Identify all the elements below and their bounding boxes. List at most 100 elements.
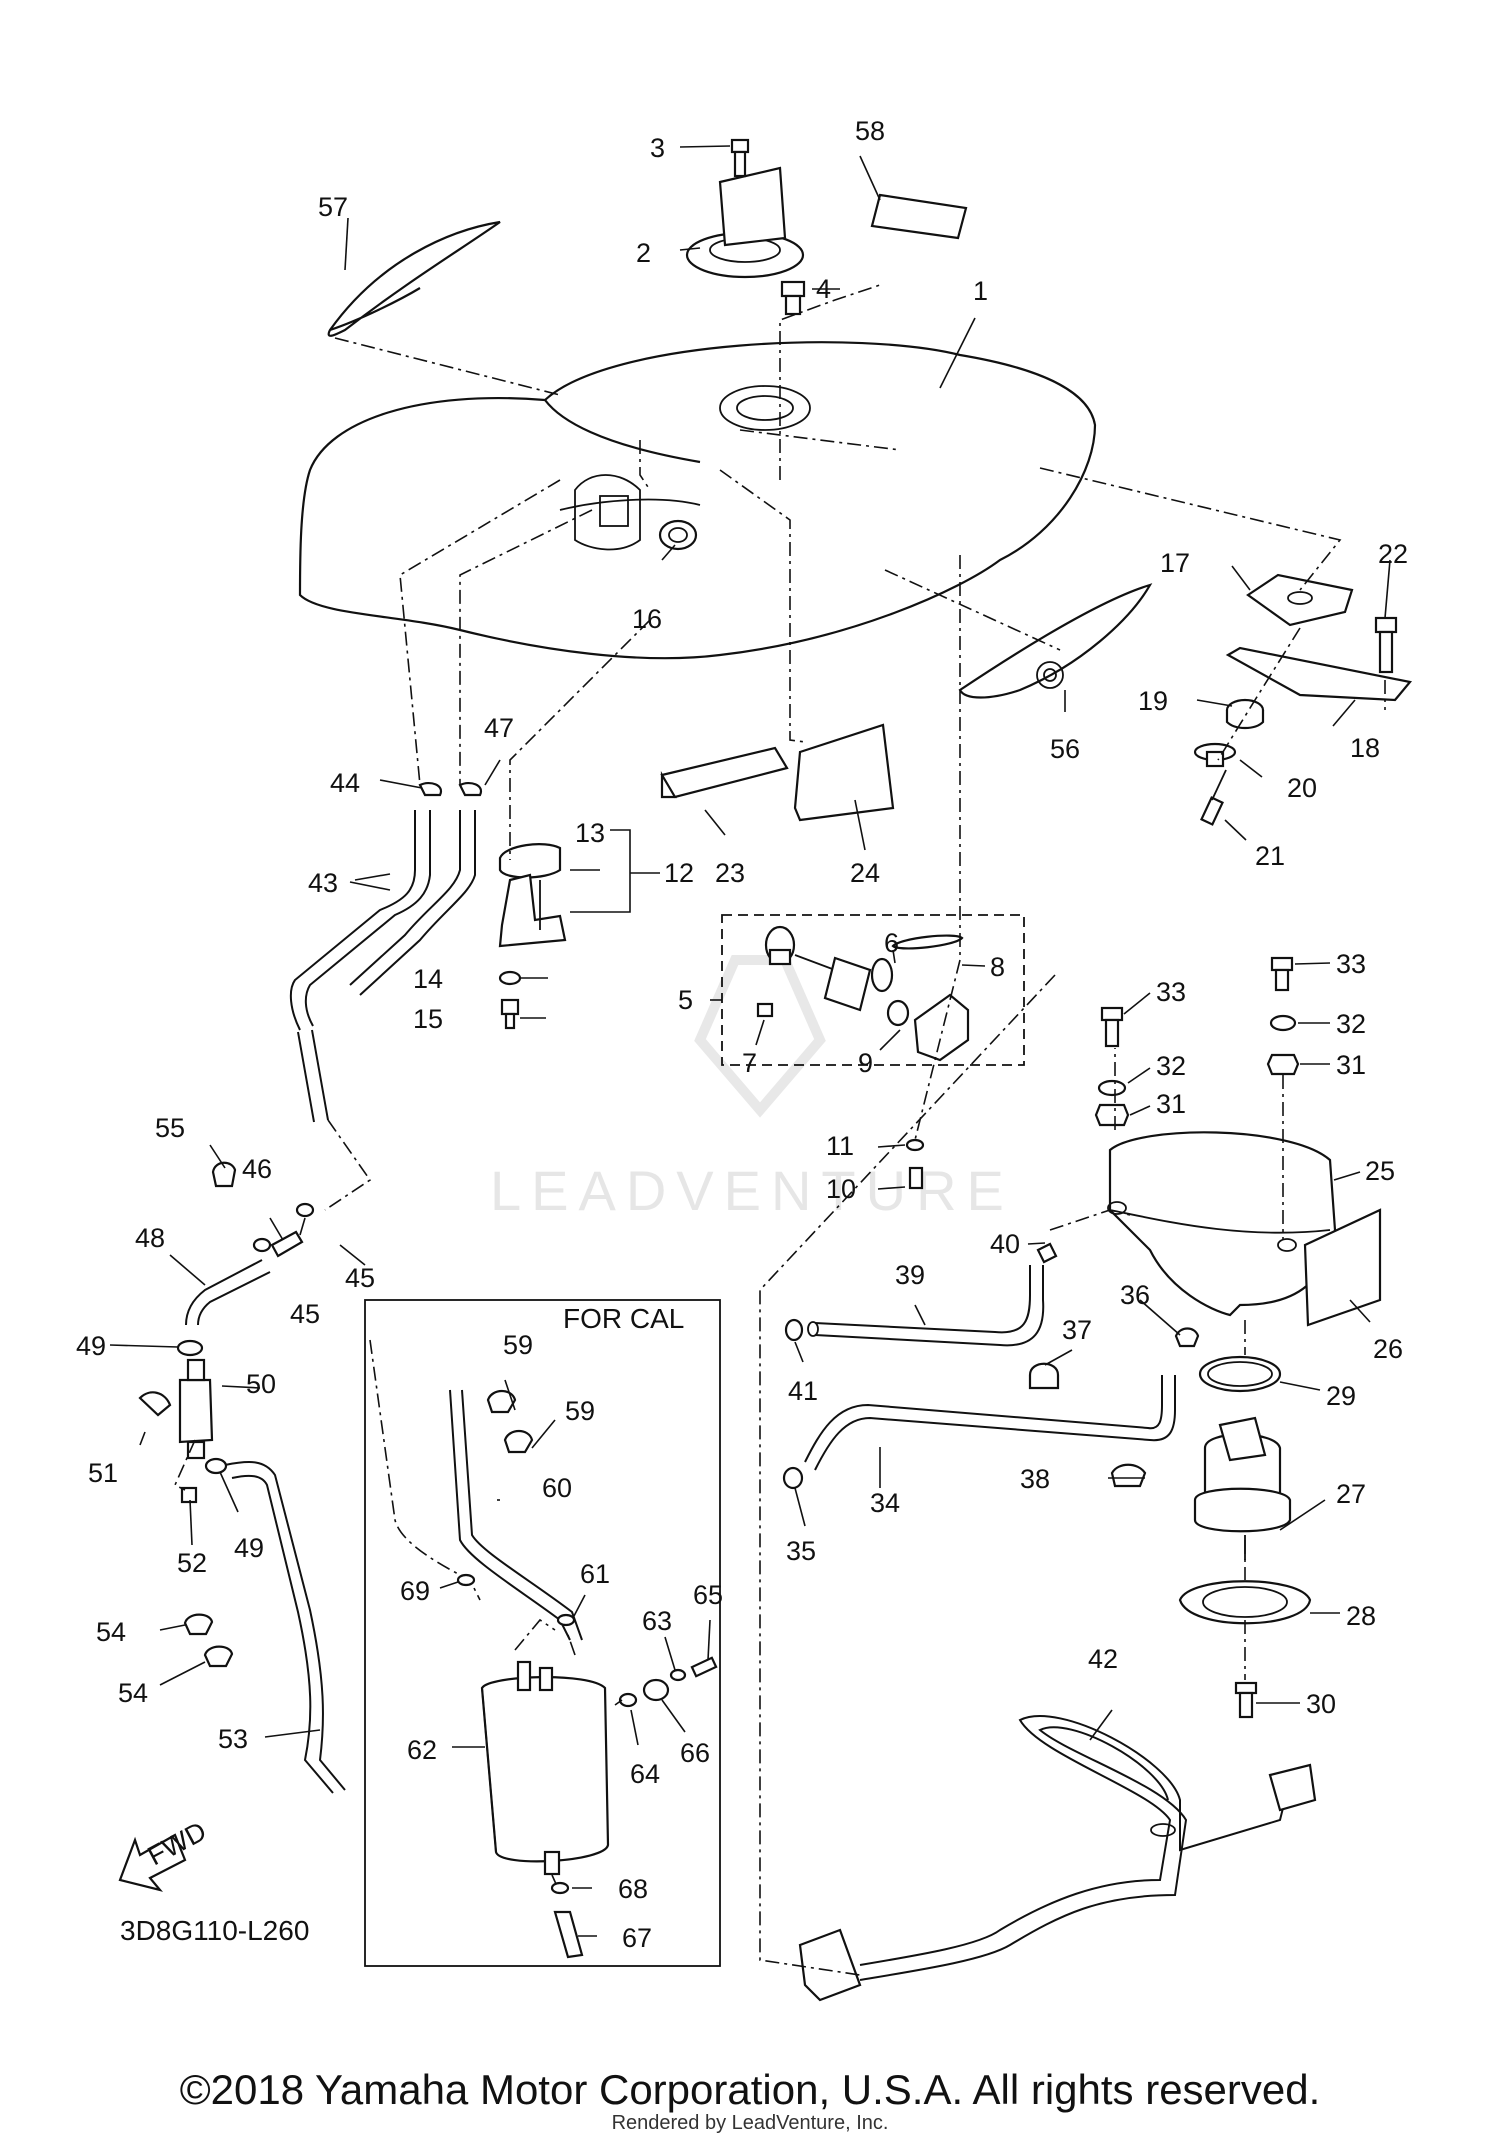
bolt-30 xyxy=(1234,1681,1258,1719)
insulator-26 xyxy=(1303,1208,1382,1327)
callout-28: 28 xyxy=(1346,1601,1376,1631)
nut-31b xyxy=(1266,1053,1300,1076)
callout-45a: 45 xyxy=(345,1263,375,1293)
clip-37 xyxy=(1028,1362,1060,1390)
harness-42 xyxy=(798,1715,1317,2002)
callout-3: 3 xyxy=(650,133,665,163)
nut-31a xyxy=(1094,1103,1130,1127)
callout-21: 21 xyxy=(1255,841,1285,871)
callout-33b: 33 xyxy=(1336,949,1366,979)
washer-66 xyxy=(642,1678,670,1702)
for-cal-box xyxy=(364,1299,721,1967)
callout-31b: 31 xyxy=(1336,1050,1366,1080)
hose-43 xyxy=(289,810,476,1123)
callout-68: 68 xyxy=(618,1874,648,1904)
callout-61: 61 xyxy=(580,1559,610,1589)
callout-5: 5 xyxy=(678,985,693,1015)
clip-41 xyxy=(784,1318,804,1342)
callout-41: 41 xyxy=(788,1376,818,1406)
callout-33a: 33 xyxy=(1156,977,1186,1007)
fuel-tank xyxy=(298,341,1097,660)
bolt-33a xyxy=(1100,1006,1124,1048)
screw-15 xyxy=(500,998,520,1030)
screw-65 xyxy=(690,1656,718,1678)
callout-26: 26 xyxy=(1373,1334,1403,1364)
cap-bolt-3 xyxy=(730,138,750,178)
washer-32a xyxy=(1097,1079,1127,1097)
callouts: 1 2 3 4 5 6 7 8 9 10 11 12 13 14 15 16 1… xyxy=(76,116,1408,1953)
bolt-21 xyxy=(1200,769,1227,826)
insulator-24 xyxy=(793,723,895,822)
clip-38 xyxy=(1110,1463,1147,1488)
clip-59a xyxy=(486,1389,517,1414)
for-cal-label: FOR CAL xyxy=(563,1303,684,1334)
callout-54a: 54 xyxy=(96,1617,126,1647)
clip-64 xyxy=(618,1692,638,1708)
callout-4: 4 xyxy=(816,274,831,304)
callout-9: 9 xyxy=(858,1048,873,1078)
callout-32b: 32 xyxy=(1336,1009,1366,1039)
clip-40 xyxy=(1036,1242,1058,1264)
tank-filler-ring xyxy=(658,519,698,551)
callout-1: 1 xyxy=(973,276,988,306)
decal-58 xyxy=(870,193,968,240)
clip-44 xyxy=(418,781,443,797)
callout-13: 13 xyxy=(575,818,605,848)
callout-50: 50 xyxy=(246,1369,276,1399)
bracket-plate-18 xyxy=(1225,646,1413,702)
callout-65: 65 xyxy=(693,1580,723,1610)
callout-49b: 49 xyxy=(234,1533,264,1563)
bolt-33b xyxy=(1270,956,1294,992)
callout-69: 69 xyxy=(400,1576,430,1606)
clip-49a xyxy=(176,1339,204,1357)
callout-25: 25 xyxy=(1365,1156,1395,1186)
clip-54a xyxy=(183,1613,214,1636)
washer-63 xyxy=(669,1668,687,1682)
callout-38: 38 xyxy=(1020,1464,1050,1494)
callout-64: 64 xyxy=(630,1759,660,1789)
clip-61 xyxy=(556,1613,576,1627)
screw-10 xyxy=(908,1166,924,1190)
callout-18: 18 xyxy=(1350,733,1380,763)
callout-27: 27 xyxy=(1336,1479,1366,1509)
callout-8: 8 xyxy=(990,952,1005,982)
callout-23: 23 xyxy=(715,858,745,888)
damper-19 xyxy=(1225,698,1265,730)
callout-67: 67 xyxy=(622,1923,652,1953)
clip-59b xyxy=(503,1429,534,1454)
callout-30: 30 xyxy=(1306,1689,1336,1719)
clip-36 xyxy=(1174,1327,1200,1348)
plate-28 xyxy=(1178,1580,1312,1625)
callout-43: 43 xyxy=(308,868,338,898)
callout-15: 15 xyxy=(413,1004,443,1034)
callout-2: 2 xyxy=(636,238,651,268)
bracket-17 xyxy=(1246,573,1354,627)
filler-cap xyxy=(685,166,805,279)
clip-68 xyxy=(550,1881,570,1895)
fuel-cock-kit-box xyxy=(721,914,1025,1066)
canister-62 xyxy=(480,1660,610,1876)
leader-lines xyxy=(109,145,1391,1937)
diagram-code: 3D8G110-L260 xyxy=(120,1915,309,1946)
callout-17: 17 xyxy=(1160,548,1190,578)
emblem-57 xyxy=(327,220,501,337)
fuel-pump-27 xyxy=(1193,1416,1292,1560)
callout-6: 6 xyxy=(884,928,899,958)
hose-34 xyxy=(804,1375,1176,1471)
holder-51 xyxy=(138,1391,172,1417)
clip-69 xyxy=(456,1573,476,1587)
rendered-by-notice: Rendered by LeadVenture, Inc. xyxy=(611,2112,889,2134)
insulator-23 xyxy=(660,746,789,799)
callout-22: 22 xyxy=(1378,539,1408,569)
copyright-notice: ©2018 Yamaha Motor Corporation, U.S.A. A… xyxy=(179,2066,1321,2113)
callout-51: 51 xyxy=(88,1458,118,1488)
callout-14: 14 xyxy=(413,964,443,994)
callout-63: 63 xyxy=(642,1606,672,1636)
callout-57: 57 xyxy=(318,192,348,222)
callout-36: 36 xyxy=(1120,1280,1150,1310)
hose-39 xyxy=(807,1265,1045,1347)
callout-16: 16 xyxy=(632,604,662,634)
clip-35 xyxy=(782,1466,804,1490)
hose-67 xyxy=(553,1910,584,1959)
